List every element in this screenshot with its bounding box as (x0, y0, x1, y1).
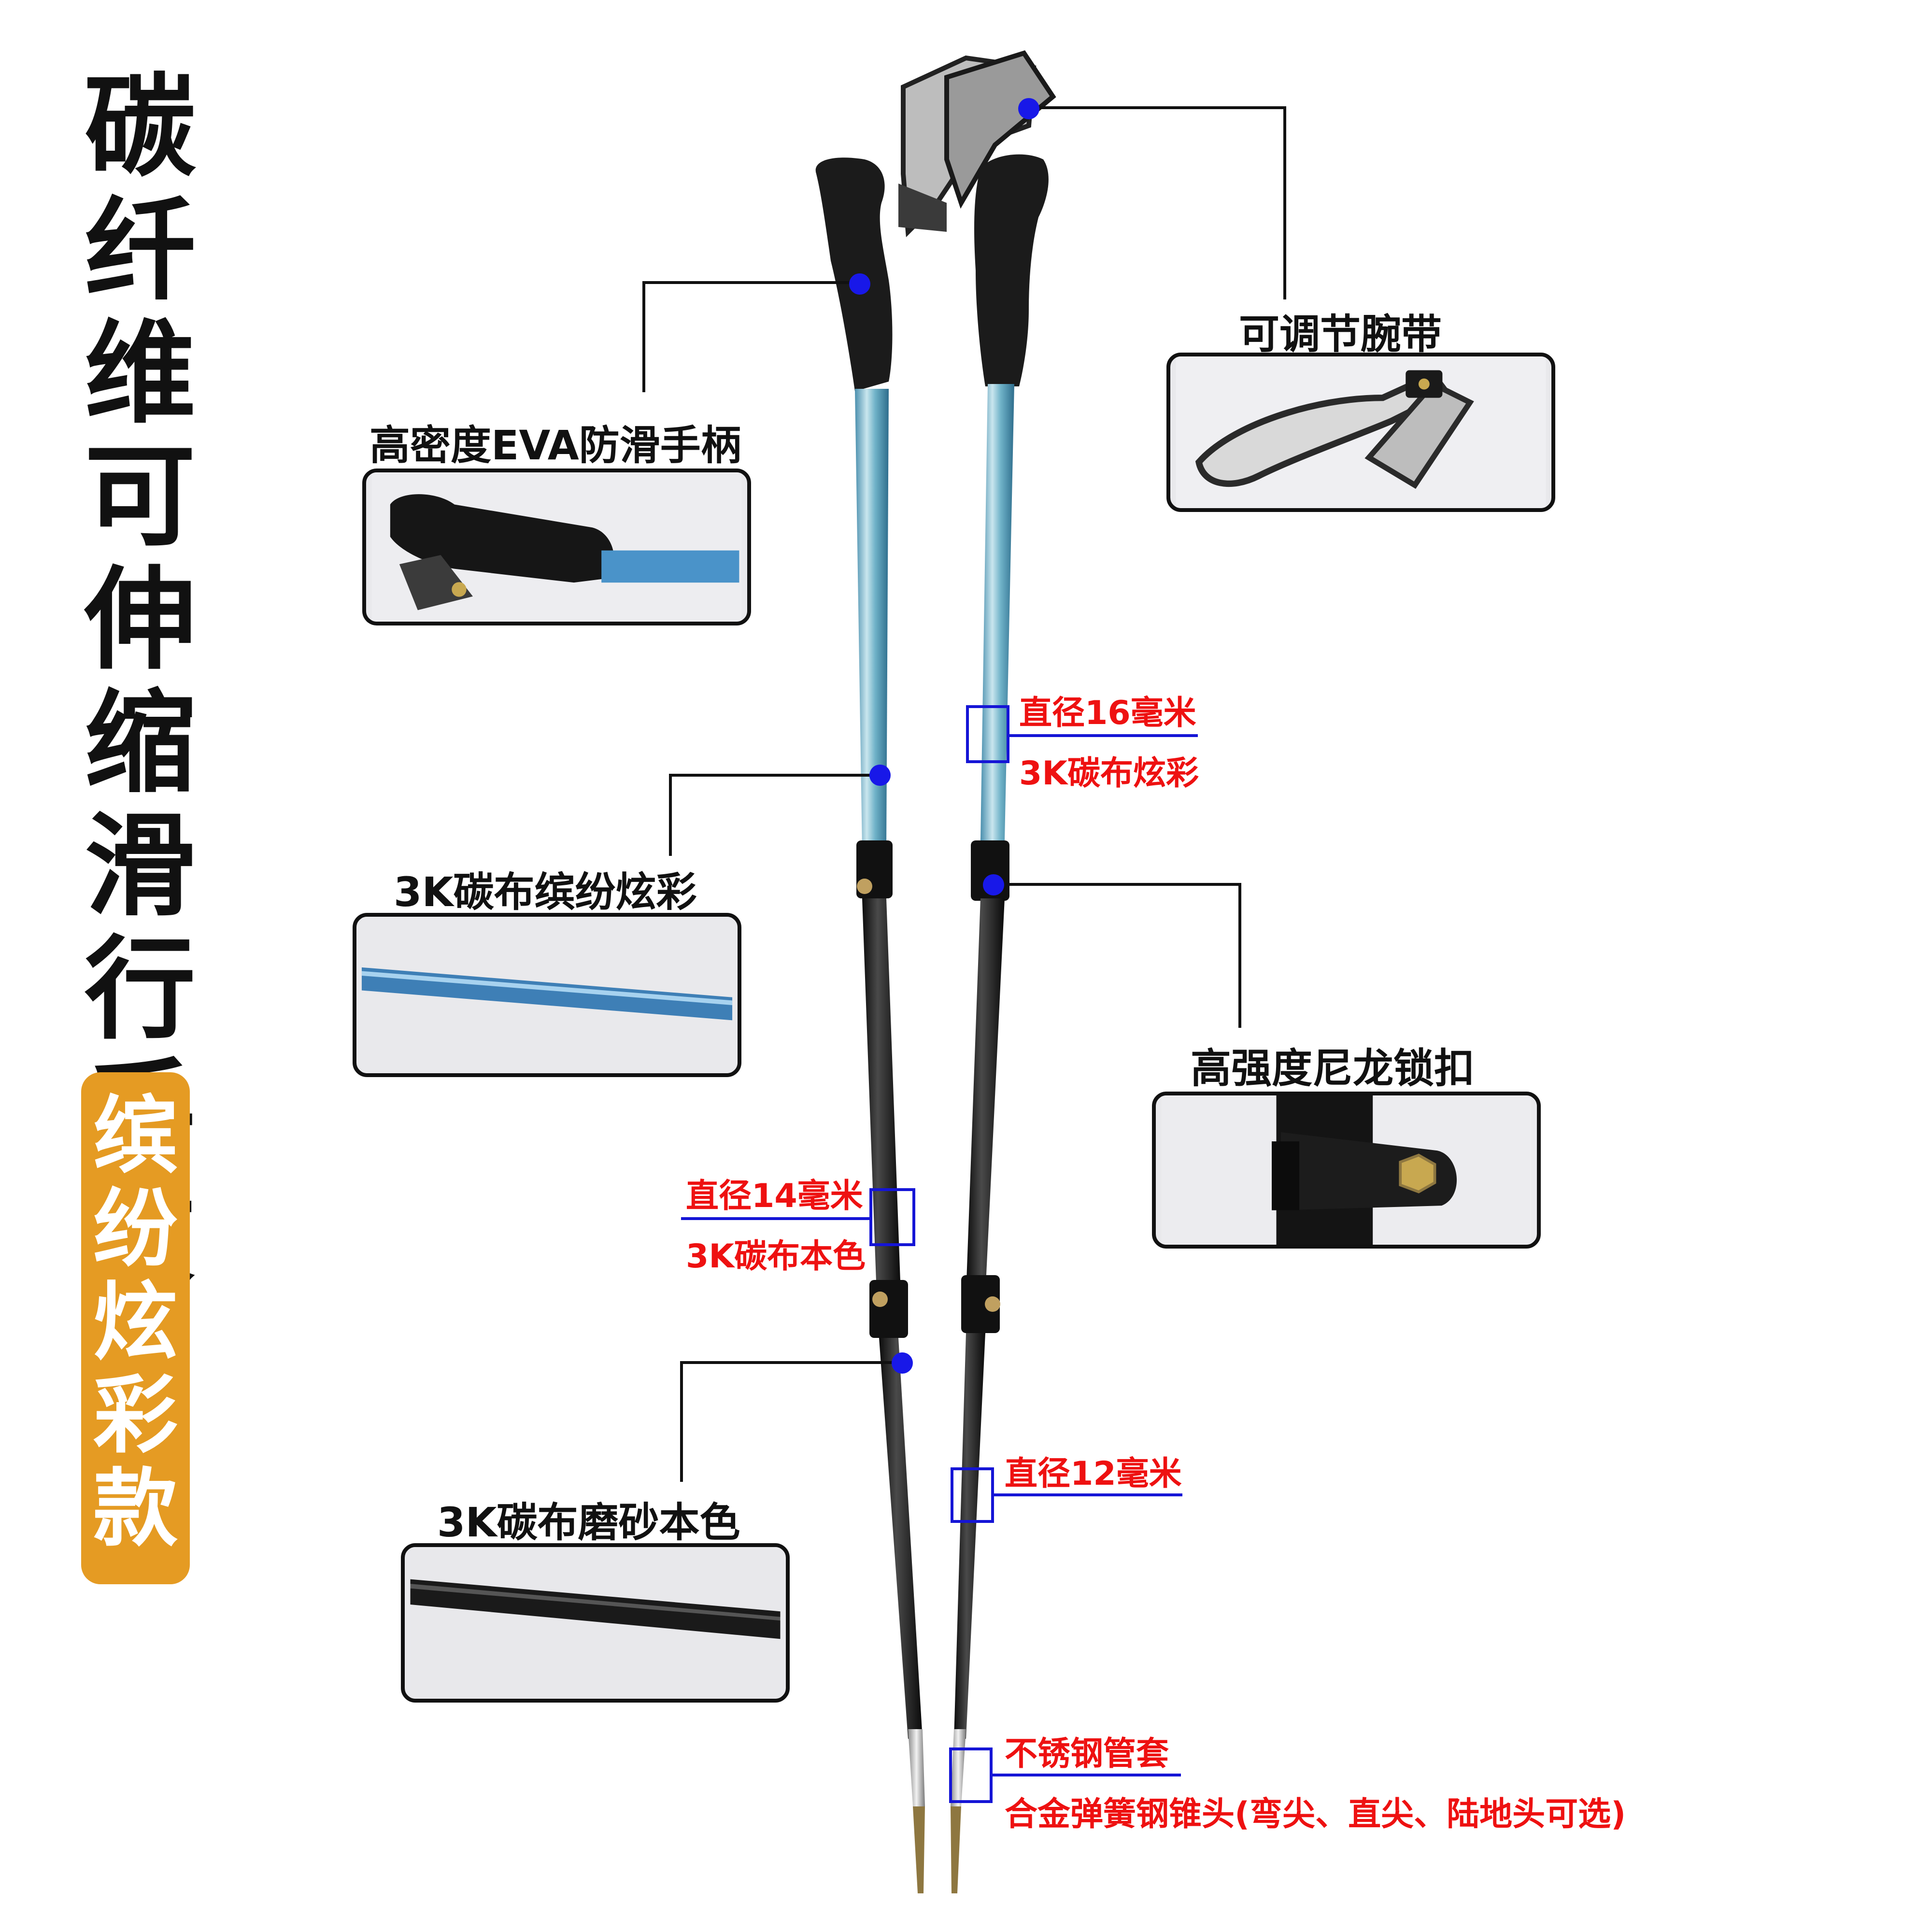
badge-char: 彩 (93, 1367, 178, 1465)
leader-grip (642, 281, 860, 284)
spec-box-14mm (869, 1188, 915, 1246)
spec-tip: 合金弹簧钢锥头(弯尖、直尖、陆地头可选) (1005, 1795, 1626, 1833)
grip-label: 高密度EVA防滑手柄 (369, 422, 741, 469)
lock-photo-illustration (1161, 1095, 1532, 1245)
lower-tube-photo-illustration (410, 1547, 781, 1699)
spec-d16-note: 3K碳布炫彩 (1019, 754, 1199, 793)
title-char: 行 (84, 925, 196, 1054)
marker-dot (1018, 98, 1039, 119)
title-char: 维 (84, 310, 196, 439)
lower-carbon-tube (879, 1338, 923, 1739)
marker-dot (892, 1352, 913, 1374)
title-char: 滑 (84, 802, 196, 931)
leader-upper-tube-v (669, 774, 672, 856)
leader-strap (1029, 106, 1285, 109)
wrist-strap (898, 50, 1056, 238)
leader-lower-tube (680, 1361, 902, 1364)
leader-lower-tube-v (680, 1361, 683, 1482)
tip-left (913, 1806, 925, 1893)
spec-box-12mm (951, 1467, 994, 1523)
strap-label: 可调节腕带 (1239, 311, 1442, 358)
grip-detail-photo (362, 469, 751, 625)
middle-carbon-tube (862, 898, 901, 1294)
spec-box-sleeve (949, 1747, 993, 1803)
badge-char: 炫 (93, 1274, 178, 1372)
title-char: 缩 (84, 679, 196, 808)
leader-lock-v (1238, 883, 1241, 1028)
upper-tube-label: 3K碳布缤纷炫彩 (394, 868, 697, 916)
lock-detail-photo (1152, 1092, 1541, 1249)
lock-lower-left (869, 1280, 908, 1338)
title-char: 碳 (84, 63, 196, 192)
upper-blue-tube (855, 389, 889, 850)
spec-d12: 直径12毫米 (1005, 1455, 1182, 1493)
leader-strap-v (1283, 106, 1286, 299)
lower-tube-detail-photo (401, 1543, 790, 1703)
spec-line-14mm (681, 1217, 872, 1220)
left-pole (815, 157, 925, 1893)
spec-box-16mm (966, 705, 1009, 763)
lower-tube-label: 3K碳布磨砂本色 (437, 1499, 740, 1546)
spec-line-16mm (1009, 734, 1198, 737)
lock-label: 高强度尼龙锁扣 (1191, 1045, 1475, 1092)
spec-d16: 直径16毫米 (1019, 694, 1196, 732)
style-badge: 缤 纷 炫 彩 款 (81, 1072, 190, 1584)
spec-line-12mm (994, 1493, 1182, 1496)
steel-sleeve-left (908, 1729, 925, 1806)
title-char: 纤 (84, 186, 196, 315)
badge-char: 款 (93, 1460, 178, 1558)
leader-grip-v (642, 281, 645, 392)
leader-lock (993, 883, 1241, 886)
marker-dot (869, 765, 891, 786)
marker-dot (849, 273, 870, 295)
badge-char: 缤 (93, 1087, 178, 1185)
spec-d14-note: 3K碳布本色 (686, 1237, 866, 1276)
right-pole (951, 154, 1049, 1893)
badge-char: 纷 (93, 1180, 178, 1279)
spec-d14: 直径14毫米 (686, 1177, 863, 1215)
tube-photo-illustration (361, 917, 733, 1073)
strap-detail-photo (1166, 353, 1555, 512)
spec-sleeve: 不锈钢管套 (1005, 1735, 1169, 1773)
upper-tube-detail-photo (353, 913, 741, 1077)
title-char: 可 (84, 433, 196, 562)
grip-photo-illustration (371, 472, 742, 622)
marker-dot (983, 874, 1004, 895)
leader-upper-tube (669, 774, 877, 777)
strap-photo-illustration (1176, 356, 1546, 508)
spec-line-sleeve (993, 1774, 1181, 1776)
title-char: 伸 (84, 556, 196, 685)
